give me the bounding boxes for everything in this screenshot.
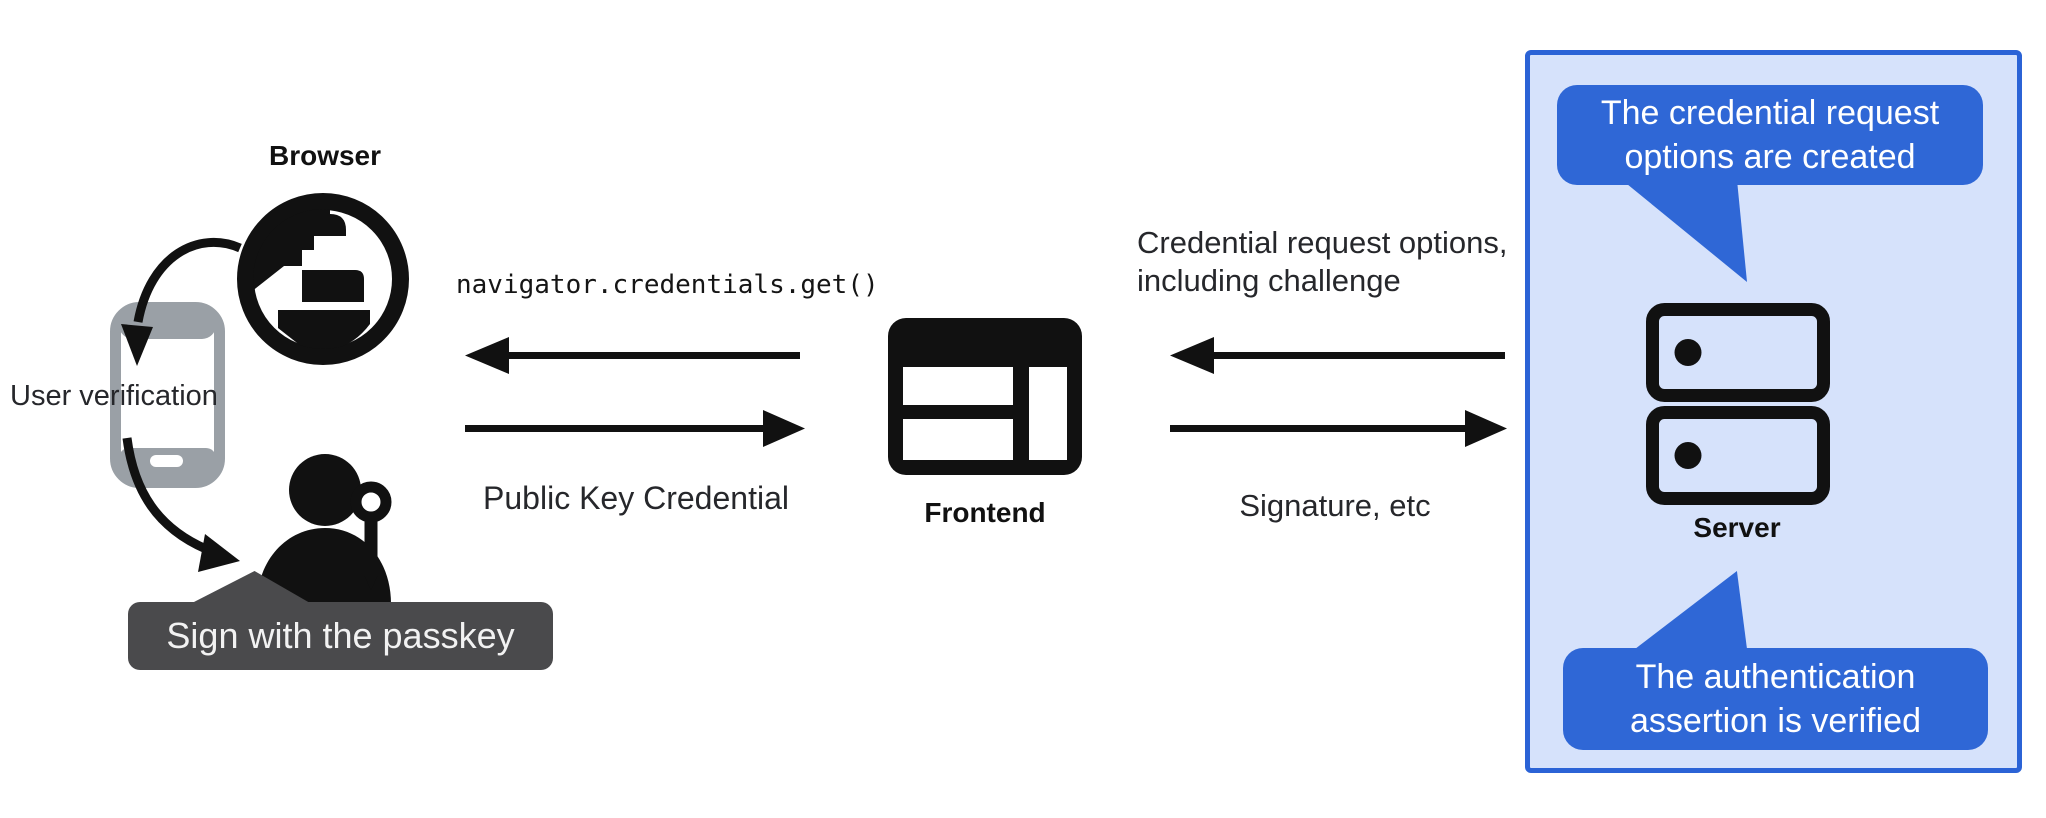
callout-credential-request-created: The credential request options are creat… bbox=[1557, 85, 1983, 282]
callout-assertion-verified: The authentication assertion is verified bbox=[1563, 571, 1988, 750]
frontend-label: Frontend bbox=[924, 497, 1046, 528]
sign-with-passkey-tooltip: Sign with the passkey bbox=[128, 571, 553, 670]
credential-request-options-label: Credential request options, including ch… bbox=[1137, 224, 1508, 300]
curved-arrow-phone-to-user bbox=[122, 437, 240, 572]
arrow-frontend-to-browser bbox=[465, 337, 800, 374]
arrow-frontend-to-server bbox=[1170, 410, 1507, 447]
server-label: Server bbox=[1693, 512, 1781, 543]
callout-bottom-line2: assertion is verified bbox=[1629, 702, 1921, 740]
callout-bottom-line1: The authentication bbox=[1635, 658, 1916, 696]
callout-top-line2: options are created bbox=[1624, 138, 1916, 176]
browser-label: Browser bbox=[268, 140, 382, 171]
globe-icon bbox=[237, 193, 409, 365]
public-key-credential-label: Public Key Credential bbox=[483, 480, 789, 516]
arrow-browser-to-frontend bbox=[465, 410, 805, 447]
navigator-credentials-get-label: navigator.credentials.get() bbox=[456, 270, 879, 300]
key-icon bbox=[350, 481, 392, 590]
browser-window-icon bbox=[888, 318, 1082, 475]
credential-request-options-line2: including challenge bbox=[1137, 263, 1401, 298]
signature-etc-label: Signature, etc bbox=[1239, 488, 1431, 523]
server-icon bbox=[1646, 303, 1830, 505]
arrow-server-to-frontend bbox=[1170, 337, 1505, 374]
user-verification-label: User verification bbox=[10, 380, 218, 412]
callout-top-line1: The credential request bbox=[1600, 94, 1940, 132]
person-icon bbox=[257, 454, 392, 604]
credential-request-options-line1: Credential request options, bbox=[1137, 225, 1508, 260]
sign-with-passkey-text: Sign with the passkey bbox=[166, 615, 515, 656]
curved-arrow-browser-to-phone bbox=[121, 238, 242, 366]
